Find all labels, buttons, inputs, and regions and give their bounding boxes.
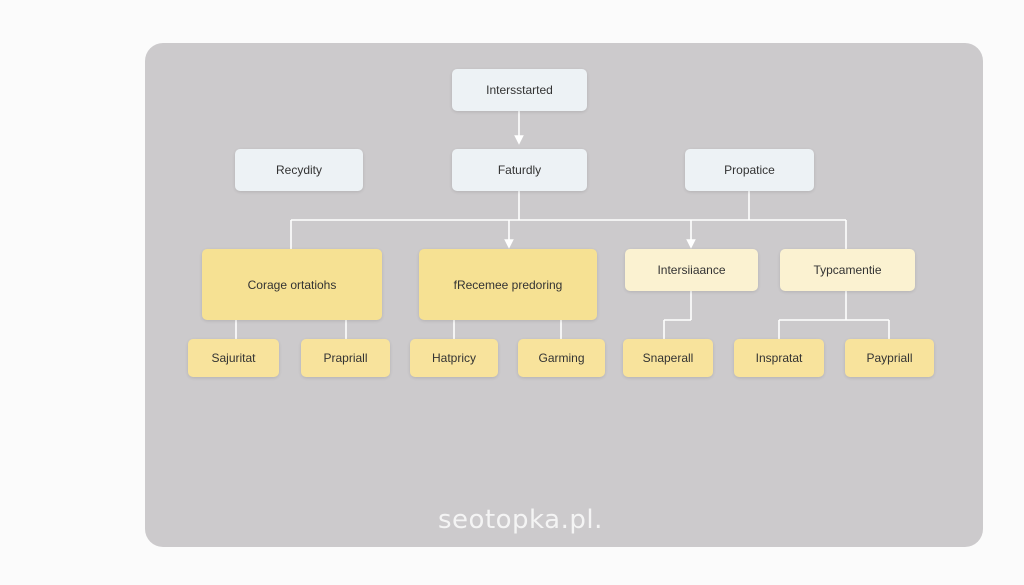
- leaf-prapriall: Prapriall: [301, 339, 390, 377]
- node-label: Garming: [538, 351, 585, 365]
- node-label: Typcamentie: [813, 263, 882, 277]
- node-root: Intersstarted: [452, 69, 587, 111]
- leaf-sajuritat: Sajuritat: [188, 339, 279, 377]
- node-label: fRecemee predoring: [453, 277, 563, 292]
- node-recydity: Recydity: [235, 149, 363, 191]
- node-intersiiaance: Intersiiaance: [625, 249, 758, 291]
- leaf-paypriall: Paypriall: [845, 339, 934, 377]
- node-label: Paypriall: [866, 351, 913, 365]
- node-label: Faturdly: [497, 163, 542, 177]
- leaf-hatpricy: Hatpricy: [410, 339, 498, 377]
- node-label: Inspratat: [755, 351, 803, 365]
- leaf-garming: Garming: [518, 339, 605, 377]
- leaf-snaperall: Snaperall: [623, 339, 713, 377]
- watermark: seotopka.pl.: [438, 505, 603, 535]
- leaf-inspratat: Inspratat: [734, 339, 824, 377]
- node-typcamentie: Typcamentie: [780, 249, 915, 291]
- node-propatice: Propatice: [685, 149, 814, 191]
- node-label: Propatice: [724, 163, 775, 177]
- node-label: Hatpricy: [431, 351, 476, 365]
- node-label: Recydity: [275, 163, 322, 177]
- node-label: Intersstarted: [486, 83, 553, 97]
- node-label: Snaperall: [642, 351, 694, 365]
- node-corage-ortatiohs: Corage ortatiohs: [202, 249, 382, 320]
- node-label: Sajuritat: [211, 351, 256, 365]
- node-frecemee-predoring: fRecemee predoring: [419, 249, 597, 320]
- node-label: Intersiiaance: [657, 263, 726, 277]
- node-label: Prapriall: [323, 351, 368, 365]
- node-faturdly: Faturdly: [452, 149, 587, 191]
- node-label: Corage ortatiohs: [247, 277, 337, 292]
